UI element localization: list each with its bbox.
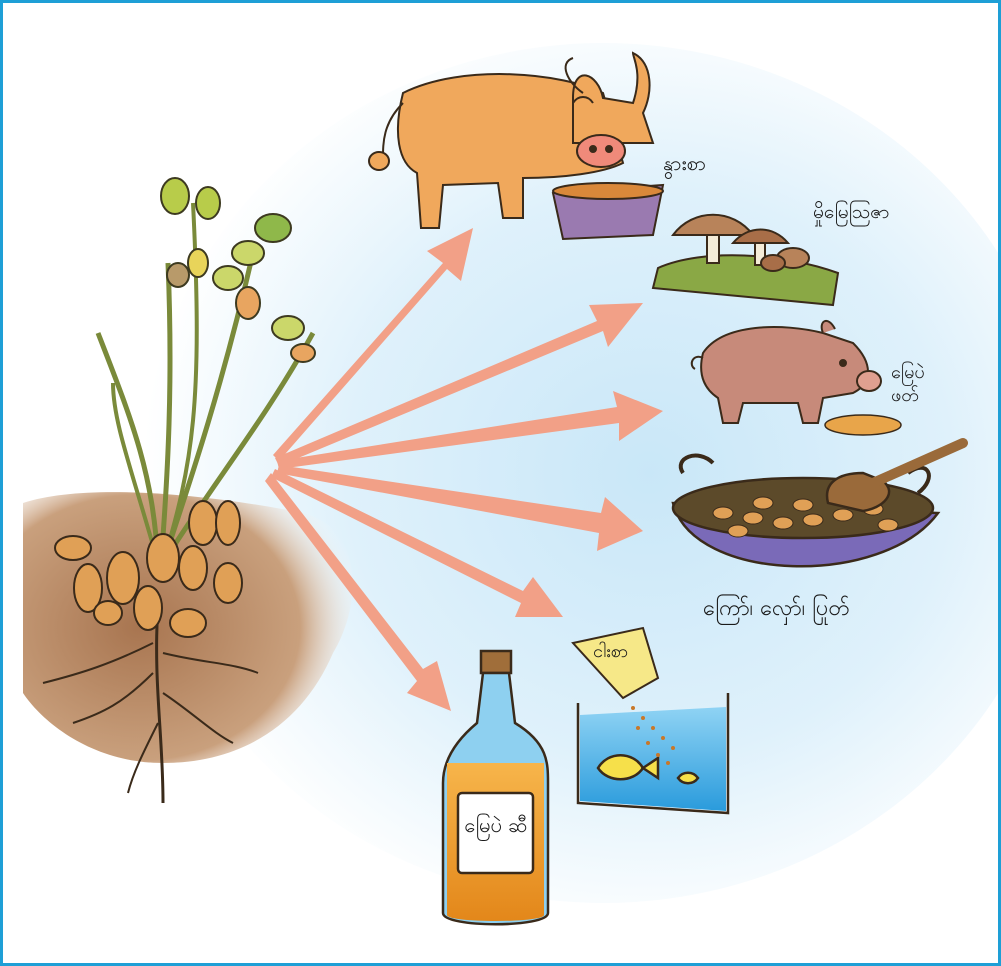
mushroom-label: မှိုမြေဩဇာ [813, 203, 889, 222]
pig-feed-label: မြေပဲ ဖတ် [891, 361, 951, 408]
oil-bottle-label: မြေပဲ ဆီ [463, 811, 529, 839]
cooking-label: ကြော်၊ လှော်၊ ပြုတ် [703, 598, 850, 620]
fish-feed-sign-label: ငါးစာ [593, 643, 628, 661]
pig-feed-pile [825, 415, 901, 435]
cow-feed-trough [553, 183, 663, 239]
cow-feed-label: နွားစာ [663, 153, 706, 173]
